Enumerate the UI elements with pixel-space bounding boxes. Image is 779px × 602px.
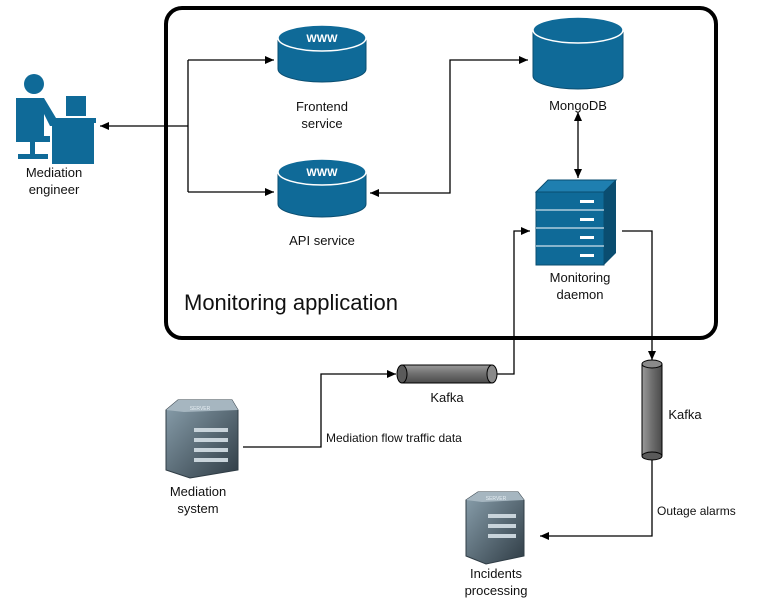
svg-text:SERVER: SERVER xyxy=(190,406,211,412)
api-service-label: API service xyxy=(289,233,355,248)
system-label-line2: system xyxy=(177,501,219,516)
edge-daemon-kafka xyxy=(622,230,656,360)
incidents-label-line1: Incidents xyxy=(469,566,523,581)
monitoring-application-box xyxy=(164,6,718,340)
mediation-system-label: Mediation system xyxy=(148,483,248,517)
frontend-service-label: Frontend service xyxy=(262,98,382,132)
kafka-horizontal-label: Kafka xyxy=(430,390,464,405)
mediation-engineer-label: Mediation engineer xyxy=(4,164,104,198)
mediation-system-server-icon: SERVER xyxy=(165,399,239,479)
system-label-line1: Mediation xyxy=(169,484,227,499)
incidents-processing-label: Incidents processing xyxy=(446,565,546,599)
svg-text:SERVER: SERVER xyxy=(486,496,507,502)
mongodb-database-icon xyxy=(532,16,624,90)
daemon-label-line2: daemon xyxy=(556,287,604,302)
mediation-engineer-icon xyxy=(16,74,96,164)
frontend-www-icon: WWW xyxy=(277,24,367,83)
traffic-edge-label: Mediation flow traffic data xyxy=(326,431,462,445)
incidents-processing-server-icon: SERVER xyxy=(465,491,525,565)
kafka-vertical-pipe-icon xyxy=(641,359,663,461)
alarms-edge-label: Outage alarms xyxy=(657,504,736,518)
incidents-label-line2: processing xyxy=(464,583,528,598)
edge-mongodb-api xyxy=(370,56,528,197)
frontend-label-line2: service xyxy=(301,116,343,131)
connectors xyxy=(100,56,656,540)
edge-kafka-daemon xyxy=(495,227,530,375)
api-icon-text: WWW xyxy=(306,167,338,179)
edge-system-kafka xyxy=(243,370,396,448)
mongodb-label: MongoDB xyxy=(549,98,607,113)
edge-kafka-incidents xyxy=(540,458,653,540)
kafka-vertical-label: Kafka xyxy=(668,407,702,422)
frontend-label-line1: Frontend xyxy=(295,99,349,114)
api-www-icon: WWW xyxy=(277,158,367,218)
engineer-label-line2: engineer xyxy=(28,182,80,197)
daemon-label-line1: Monitoring xyxy=(549,270,611,285)
kafka-horizontal-pipe-icon xyxy=(396,364,498,384)
frontend-icon-text: WWW xyxy=(306,33,338,45)
monitoring-application-title: Monitoring application xyxy=(184,290,399,315)
monitoring-daemon-label: Monitoring daemon xyxy=(520,269,640,303)
monitoring-daemon-server-icon xyxy=(534,179,618,266)
engineer-label-line1: Mediation xyxy=(25,165,83,180)
